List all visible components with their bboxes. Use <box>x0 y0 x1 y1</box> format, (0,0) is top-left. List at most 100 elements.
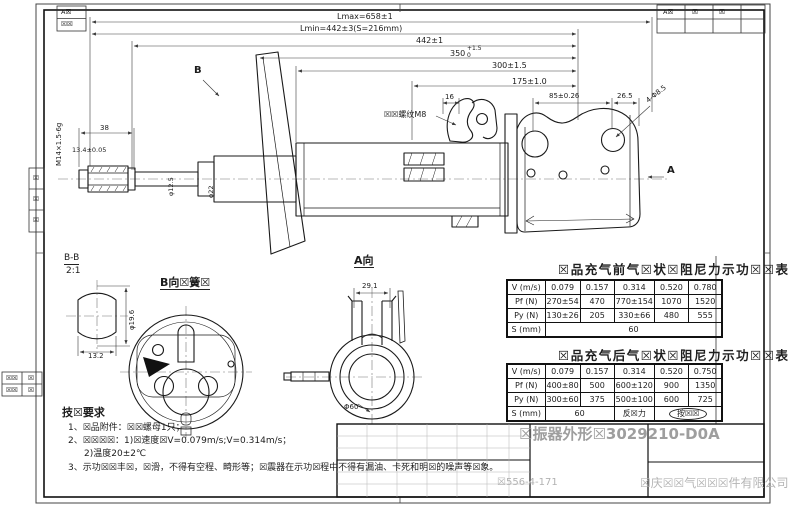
table-cell: 375 <box>579 392 615 407</box>
mounting-hole <box>600 127 626 153</box>
table-cell: 130±26 <box>544 308 581 323</box>
note-line: 2、☒☒☒☒：1)☒速度☒V=0.079m/s;V=0.314m/s； <box>68 436 292 446</box>
dim-label: 38 <box>100 124 109 132</box>
dim-label: 350 <box>450 49 466 58</box>
table-cell: V (m/s) <box>506 279 546 295</box>
titleblock-text: ☒556-4-171 <box>497 477 558 488</box>
table-cell: 反☒力 <box>613 406 655 422</box>
table-cell: 1070 <box>653 294 689 309</box>
frame-ref-text: ☒ <box>33 195 39 203</box>
spring-seat-view <box>128 314 244 436</box>
table-cell: 0.314 <box>613 279 655 295</box>
titleblock-text: ☒庆☒☒气☒☒☒件有限公司 <box>640 476 789 490</box>
title-block <box>336 423 765 498</box>
dim-label: 300±1.5 <box>492 61 527 70</box>
section-cut-wedge <box>143 357 170 377</box>
note-line: 3、示功☒☒丰☒，☒滑，不得有空程、畸形等；☒震器在示功☒程中不得有漏油、卡死和… <box>68 463 499 473</box>
view-label: B-B <box>64 253 80 265</box>
view-label: B向☒簧☒ <box>160 276 211 290</box>
table-cell: 330±66 <box>613 308 655 323</box>
table-cell: V (m/s) <box>506 363 546 379</box>
table-cell: S (mm) <box>506 406 546 422</box>
table-cell: 205 <box>579 308 615 323</box>
centerlines <box>58 178 668 438</box>
dim-label: 85±0.26 <box>549 92 580 100</box>
table-cell: 0.520 <box>653 279 689 295</box>
view-label: 2:1 <box>66 266 81 276</box>
dim-label: 175±1.0 <box>512 77 547 86</box>
table-cell: S (mm) <box>506 322 546 338</box>
dim-label: +1.5 <box>467 45 482 52</box>
dim-label: 442±1 <box>416 36 444 45</box>
table-cell: 770±154 <box>613 294 655 309</box>
table-cell: 0.079 <box>544 279 581 295</box>
dim-label: Φ60 <box>344 403 359 411</box>
table-cell: 400±80 <box>544 378 581 393</box>
damping-table-title: ☒品充气前气☒状☒阻尼力示功☒☒表 <box>558 262 790 277</box>
view-label: A <box>667 165 675 176</box>
frame-ref-text: A☒ <box>61 8 72 16</box>
dim-label: Lmax=658±1 <box>337 12 393 21</box>
table-cell: 300±60 <box>544 392 581 407</box>
frame-ref-text: ☒ <box>719 8 725 16</box>
table-cell: Py (N) <box>506 308 546 323</box>
table-cell: 0.780 <box>687 279 723 295</box>
titleblock-text: ☒振器外形☒3029210-D0A <box>519 425 720 443</box>
dimension-lines <box>77 17 664 413</box>
dim-label: 29.1 <box>362 282 378 290</box>
section-b-b <box>77 292 117 340</box>
main-view <box>78 51 641 255</box>
table-cell: 480 <box>653 308 689 323</box>
table-cell: 555 <box>687 308 723 323</box>
dim-label: 13.2 <box>88 352 104 360</box>
frame-ref-text: ☒☒ <box>6 374 18 382</box>
table-cell: 60 <box>544 322 723 338</box>
table-cell: 270±54 <box>544 294 581 309</box>
view-label: B <box>194 65 202 76</box>
dim-label: 26.5 <box>617 92 633 100</box>
frame-ref-text: ☒ <box>28 374 34 382</box>
mounting-hole <box>521 130 549 158</box>
dim-label: 0 <box>467 52 471 59</box>
view-a <box>283 290 415 420</box>
table-cell: 600 <box>653 392 689 407</box>
table-cell: 470 <box>579 294 615 309</box>
frame-ref-text: ☒☒ <box>6 386 18 394</box>
table-cell: 1350 <box>687 378 723 393</box>
table-cell: 0.157 <box>579 363 615 379</box>
damping-table-title: ☒品充气后气☒状☒阻尼力示功☒☒表 <box>558 348 790 363</box>
table-cell: Py (N) <box>506 392 546 407</box>
table-cell: 1520 <box>687 294 723 309</box>
frame-ref-text: A☒ <box>663 8 674 16</box>
table-cell: 725 <box>687 392 723 407</box>
table-cell: 0.157 <box>579 279 615 295</box>
view-label: A向 <box>354 254 374 268</box>
table-cell: 600±120 <box>613 378 655 393</box>
note-line: 技☒要求 <box>62 406 105 419</box>
table-cell: 0.520 <box>653 363 689 379</box>
dim-label: ☒☒螺纹M8 <box>384 110 427 119</box>
frame-ref-text: ☒ <box>33 216 39 224</box>
note-line: 1、☒品附件：☒☒螺母1只； <box>68 423 185 433</box>
table-cell: 0.750 <box>687 363 723 379</box>
table-cell: Pf (N) <box>506 294 546 309</box>
table-cell: 60 <box>544 406 615 422</box>
spring-hook <box>446 98 475 143</box>
frame-ref-text: ☒ <box>28 386 34 394</box>
note-line: 2)温度20±2℃ <box>84 449 147 459</box>
table-cell: 900 <box>653 378 689 393</box>
table-cell: Pf (N) <box>506 378 546 393</box>
table-cell: 0.079 <box>544 363 581 379</box>
table-cell: 按☒☒ <box>653 406 723 422</box>
knuckle-bracket <box>516 108 641 233</box>
dim-label: Lmin=442±3(S=216mm) <box>300 24 403 33</box>
table-cell: 500±100 <box>613 392 655 407</box>
table-cell: 500 <box>579 378 615 393</box>
spring-seat-blade <box>255 51 306 255</box>
frame-ref-text: ☒☒ <box>61 20 73 28</box>
